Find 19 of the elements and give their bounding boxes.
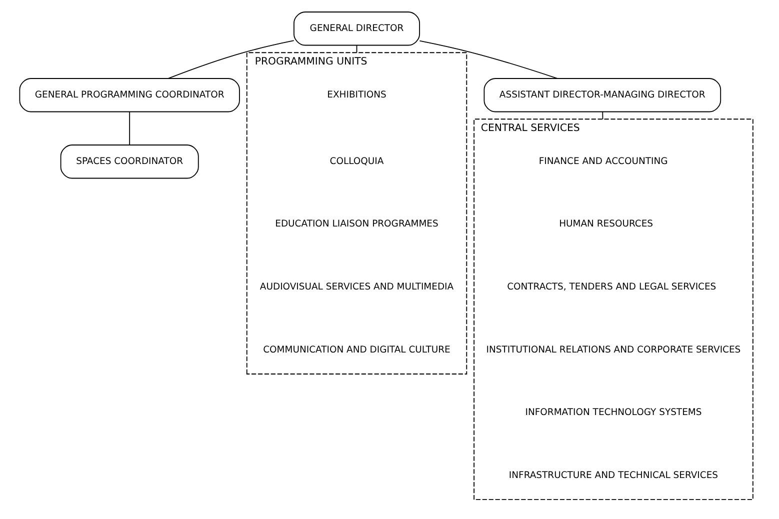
connector xyxy=(602,112,603,120)
connector xyxy=(128,112,130,146)
node-text: CONTRACTS, TENDERS AND LEGAL SERVICES xyxy=(506,282,716,293)
node-text: AUDIOVISUAL SERVICES AND MULTIMEDIA xyxy=(259,282,454,293)
node-text: HUMAN RESOURCES xyxy=(558,218,653,230)
node-text: INFORMATION TECHNOLOGY SYSTEMS xyxy=(524,407,702,418)
node-text: INSTITUTIONAL RELATIONS AND CORPORATE SERVICES xyxy=(486,344,740,356)
node-text: COMMUNICATION AND DIGITAL CULTURE xyxy=(262,344,450,356)
connector xyxy=(418,40,558,79)
node-box: ASSISTANT DIRECTOR-MANAGING DIRECTOR xyxy=(483,78,721,112)
connector xyxy=(167,40,294,79)
node-box: GENERAL DIRECTOR xyxy=(293,12,420,46)
node-text: INFRASTRUCTURE AND TECHNICAL SERVICES xyxy=(508,470,718,481)
node-text: EXHIBITIONS xyxy=(326,89,386,100)
node-box: SPACES COORDINATOR xyxy=(60,144,198,179)
node-box: GENERAL PROGRAMMING COORDINATOR xyxy=(18,78,240,112)
node-text: FINANCE AND ACCOUNTING xyxy=(538,156,668,167)
node-text: COLLOQUIA xyxy=(329,156,384,167)
node-text: EDUCATION LIAISON PROGRAMMES xyxy=(274,218,438,230)
